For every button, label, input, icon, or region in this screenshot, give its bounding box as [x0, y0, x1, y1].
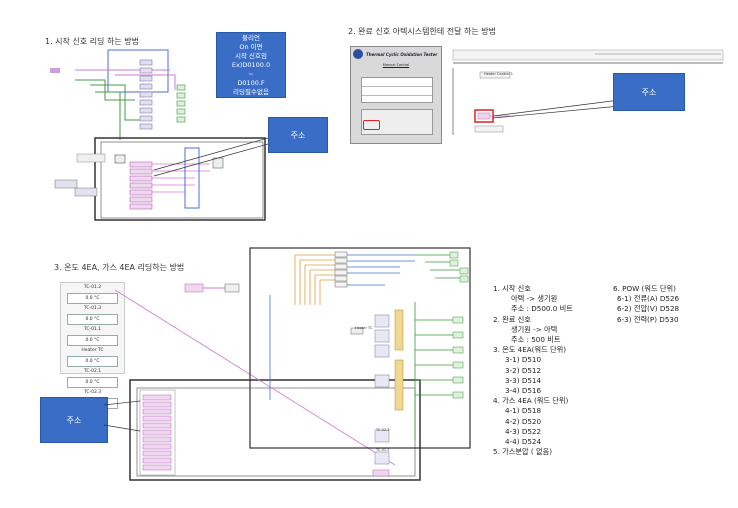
section2-title: 2. 완료 신호 아텍시스템한테 전달 하는 방법: [348, 27, 497, 36]
app-logo-icon: [353, 49, 363, 59]
note-item: 3-3) D514: [505, 375, 542, 385]
tc-value: 0.0 °C: [67, 314, 118, 325]
callout-line: Ex)D0100.0: [231, 60, 271, 69]
note-item: 6-2) 전압(V) D528: [617, 304, 680, 314]
callout-pointer-1: [153, 137, 269, 177]
tc-value: 0.0 °C: [67, 335, 118, 346]
tc-label: TC-01.2: [83, 285, 102, 290]
note-item: 6. POW (워드 단위): [613, 284, 676, 293]
heater-tc-label: Heater TC: [355, 326, 373, 330]
note-item: 2. 완료 신호: [493, 314, 531, 324]
note-item: 4. 가스 4EA (워드 단위): [493, 396, 569, 406]
callout-boolean-start-signal: 불리언 On 이면 시작 신호임 Ex)D0100.0 ~ D0100.F 리딩…: [216, 32, 286, 98]
tc-label: TC-02.1: [83, 369, 102, 374]
callout-address-2: 주소: [613, 73, 685, 111]
note-item: 4-2) D520: [505, 416, 542, 426]
complete-signal-button[interactable]: [363, 120, 380, 130]
note-item: 6-1) 전류(A) D526: [617, 294, 680, 304]
tc-label: Heater TC: [81, 348, 104, 353]
section1-block-diagram: [50, 49, 266, 221]
heater-control-label: Heater Control 1: [484, 72, 513, 76]
tc01-label: TC-01.2: [376, 448, 390, 452]
control-table: [361, 77, 433, 103]
callout-pointer-3: [103, 400, 141, 432]
note-item: 주소 : D500.0 비트: [511, 304, 573, 314]
note-item: 5. 가스분압 ( 없음): [493, 447, 552, 457]
callout-line: 리딩필수없음: [233, 87, 269, 96]
note-item: 4-1) D518: [505, 406, 542, 416]
section2-block-diagram: [452, 49, 724, 135]
note-item: 3. 온도 4EA(워드 단위): [493, 345, 567, 355]
address-notes-left: 1. 시작 신호 아텍 -> 생기원 주소 : D500.0 비트 2. 완료 …: [493, 284, 573, 457]
note-item: 3-1) D510: [505, 355, 542, 365]
note-item: 6-3) 전력(P) D530: [617, 314, 679, 324]
callout-line: ~: [248, 69, 254, 78]
address-notes-right: 6. POW (워드 단위) 6-1) 전류(A) D526 6-2) 전압(V…: [613, 284, 679, 325]
note-item: 주소 : 500 비트: [511, 335, 561, 345]
section3-title: 3. 온도 4EA, 가스 4EA 리딩하는 방법: [54, 263, 185, 272]
tc02-label: TC-02.2: [376, 428, 390, 432]
note-item: 생기원 -> 아텍: [511, 324, 558, 334]
tc-value: 0.0 °C: [67, 377, 118, 388]
callout-line: D0100.F: [237, 78, 265, 87]
note-item: 3-2) D512: [505, 365, 542, 375]
callout-line: On 이면: [239, 42, 263, 51]
tc-label: TC-02.3: [83, 390, 102, 395]
callout-address-1: 주소: [268, 117, 328, 153]
section3-block-diagram: [114, 247, 471, 481]
callout-address-3: 주소: [40, 397, 108, 443]
note-item: 4-4) D524: [505, 437, 542, 447]
note-item: 아텍 -> 생기원: [511, 294, 558, 304]
note-item: 1. 시작 신호: [493, 284, 531, 293]
tc-value: 0.0 °C: [67, 356, 118, 367]
note-item: 3-4) D516: [505, 386, 542, 396]
tc-label: TC-01.1: [83, 327, 102, 332]
callout-line: 불리언: [242, 33, 260, 42]
app-window: Thermal Cyclic Oxidation Tester Manual C…: [350, 46, 442, 144]
callout-line: 시작 신호임: [235, 51, 267, 60]
app-window-title: Thermal Cyclic Oxidation Tester: [366, 51, 438, 57]
section1-title: 1. 시작 신호 리딩 하는 방법: [45, 37, 139, 46]
tc-label: TC-01.3: [83, 306, 102, 311]
app-window-subtitle: Manual Control: [382, 63, 410, 67]
tc-value: 0.0 °C: [67, 293, 118, 304]
note-item: 4-3) D522: [505, 426, 542, 436]
